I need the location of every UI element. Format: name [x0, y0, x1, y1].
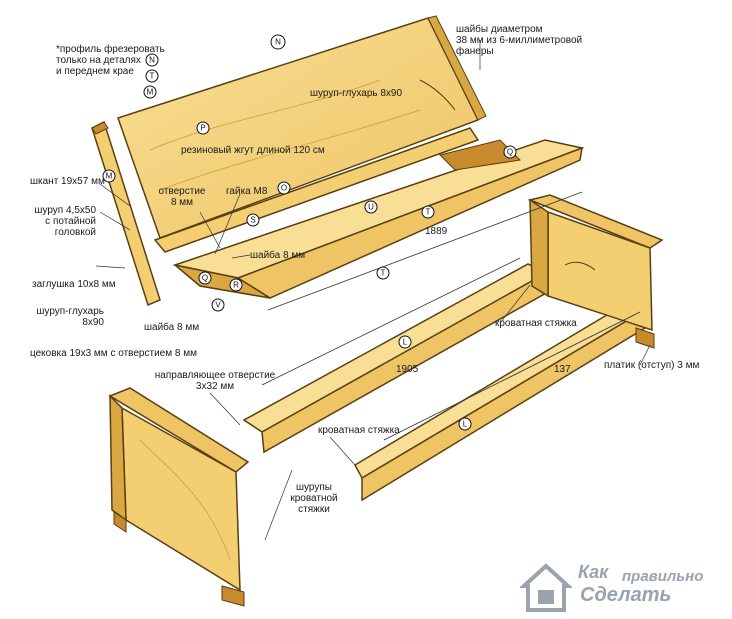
svg-text:R: R	[233, 281, 239, 290]
house-logo-icon	[520, 563, 572, 612]
svg-text:N: N	[275, 38, 281, 47]
washer-bottom-label: шайба 8 мм	[144, 322, 200, 333]
svg-text:V: V	[215, 301, 221, 310]
plug-label: заглушка 10х8 мм	[32, 279, 116, 290]
marker-T-rail: T	[421, 205, 435, 219]
rubber-cord-label: резиновый жгут длиной 120 см	[181, 145, 325, 156]
guide-hole-label: направляющее отверстие 3х32 мм	[154, 370, 276, 392]
marker-M-post: M	[102, 169, 116, 183]
svg-text:Q: Q	[202, 274, 208, 283]
lag-screw-left-label: шуруп-глухарь 8х90	[36, 306, 104, 328]
dimension-1889: 1889	[425, 226, 448, 237]
svg-text:T: T	[426, 208, 431, 217]
marker-T-note: T	[145, 69, 159, 83]
base-rail-front	[242, 263, 550, 454]
svg-text:T: T	[381, 269, 386, 278]
dimension-137: 137	[554, 364, 571, 375]
logo-line1: Как	[578, 562, 609, 582]
marker-Q-left: Q	[198, 271, 212, 285]
backrest-panel	[117, 15, 487, 239]
logo-line2: правильно	[622, 568, 704, 585]
plinth-label: платик (отступ) 3 мм	[604, 360, 700, 371]
marker-U: U	[364, 200, 378, 214]
svg-text:S: S	[250, 216, 255, 225]
svg-text:T: T	[150, 72, 155, 81]
marker-L-back: L	[458, 417, 472, 431]
leader-lines	[95, 40, 651, 541]
svg-text:L: L	[403, 338, 408, 347]
dowel-label: шкант 19х57 мм	[30, 176, 105, 187]
marker-N-top: N	[270, 34, 286, 50]
svg-text:L: L	[463, 420, 468, 429]
dimension-lines	[261, 191, 641, 441]
counterbore-label: цековка 19х3 мм с отверстием 8 мм	[30, 348, 197, 359]
part-markers: N N T M M P O Q S U T Q R V T L L	[102, 34, 517, 431]
svg-text:M: M	[106, 172, 113, 181]
left-post	[91, 120, 161, 307]
logo-line3: Сделать	[580, 584, 672, 606]
back-side-rail	[153, 127, 480, 253]
svg-text:O: O	[281, 184, 287, 193]
bed-tie-right-label: кроватная стяжка	[495, 318, 577, 329]
base-rail-back	[353, 299, 647, 502]
marker-P: P	[196, 121, 210, 135]
profile-note: *профиль фрезеровать только на деталях и…	[56, 44, 165, 77]
bed-screws-label: шурупы кроватной стяжки	[290, 482, 338, 515]
washers-label: шайбы диаметром 38 мм из 6-миллиметровой…	[456, 24, 583, 57]
svg-text:Q: Q	[507, 148, 513, 157]
svg-text:P: P	[200, 124, 205, 133]
marker-R: R	[229, 278, 243, 292]
marker-S: S	[246, 213, 260, 227]
marker-M-note: M	[143, 85, 157, 99]
marker-Q-right: Q	[503, 145, 517, 159]
svg-text:U: U	[368, 203, 374, 212]
svg-text:N: N	[149, 56, 155, 65]
hole-label: отверстие 8 мм	[158, 186, 206, 208]
countersunk-screw-label: шуруп 4,5х50 с потайной головкой	[34, 205, 96, 238]
bed-tie-mid-label: кроватная стяжка	[318, 425, 400, 436]
nut-label: гайка М8	[226, 186, 268, 197]
marker-N-note: N	[145, 53, 159, 67]
site-logo: Как правильно Сделать	[520, 560, 730, 615]
marker-O: O	[277, 181, 291, 195]
dimension-1905: 1905	[396, 364, 419, 375]
washer-top-label: шайба 8 мм	[250, 250, 306, 261]
marker-V: V	[211, 298, 225, 312]
right-end-panel	[527, 194, 664, 349]
marker-T-curve: T	[376, 266, 390, 280]
seat-front-rail	[172, 139, 585, 299]
svg-text:M: M	[147, 88, 154, 97]
lag-screw-top-label: шуруп-глухарь 8х90	[310, 88, 403, 99]
marker-L-front: L	[398, 335, 412, 349]
left-end-panel	[108, 387, 250, 607]
